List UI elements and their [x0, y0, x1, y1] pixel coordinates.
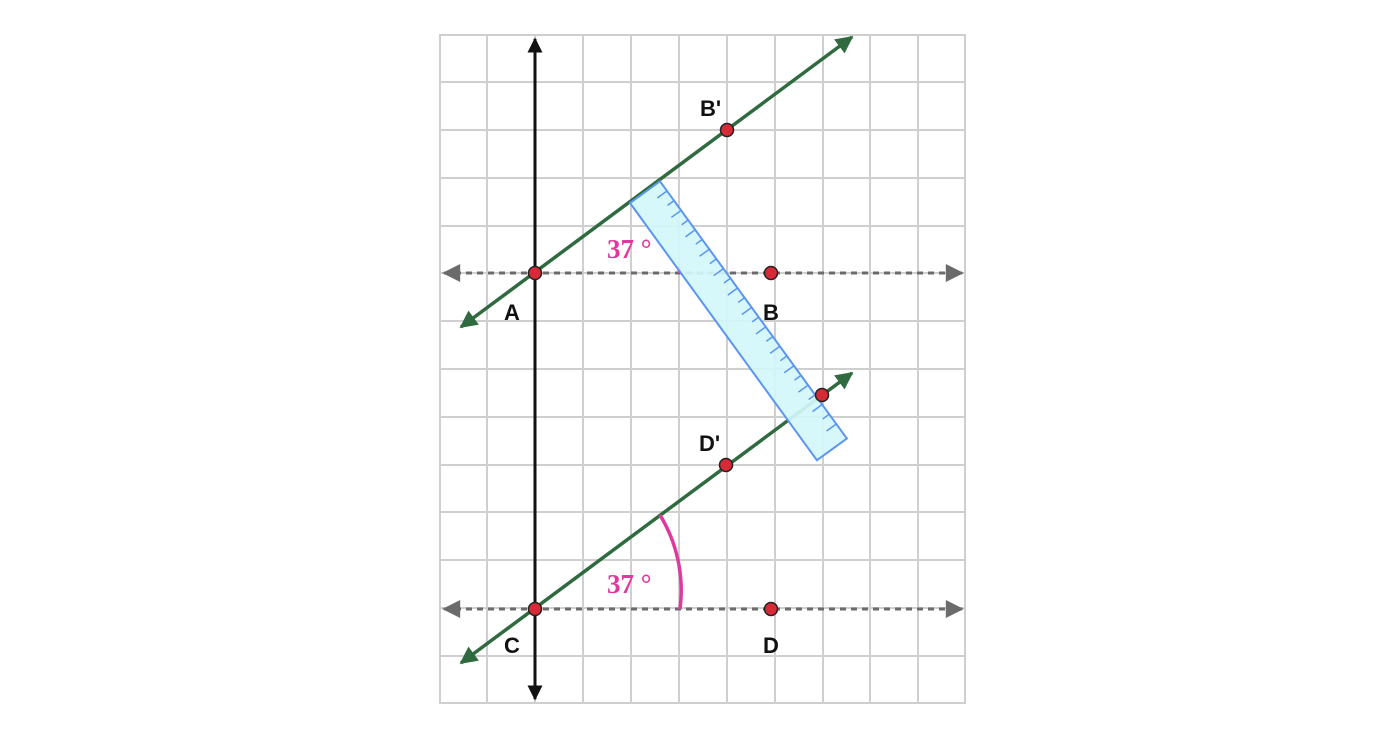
label-B-prime: B' [700, 96, 721, 121]
label-A: A [504, 300, 520, 325]
point-B[interactable] [763, 265, 779, 281]
label-D-prime: D' [699, 431, 720, 456]
angle-label-lower: 37 ° [607, 569, 652, 599]
ruler-icon[interactable] [628, 179, 849, 462]
point-C[interactable] [527, 601, 543, 617]
ruler-body [628, 179, 849, 462]
label-C: C [504, 633, 520, 658]
point-D[interactable] [763, 601, 779, 617]
point-D-prime[interactable] [718, 457, 734, 473]
ruler-ticks [656, 190, 837, 432]
grid-horizontal-lines [440, 81, 965, 657]
label-B: B [763, 300, 779, 325]
point-A[interactable] [527, 265, 543, 281]
label-D: D [763, 633, 779, 658]
angle-arc-lower [658, 514, 683, 610]
green-line-CD-prime [459, 371, 854, 665]
grid [439, 34, 966, 704]
ruler-endpoint[interactable] [814, 387, 830, 403]
green-line-AB-prime [459, 35, 854, 329]
angle-label-upper: 37 ° [607, 234, 652, 264]
point-B-prime[interactable] [719, 122, 735, 138]
